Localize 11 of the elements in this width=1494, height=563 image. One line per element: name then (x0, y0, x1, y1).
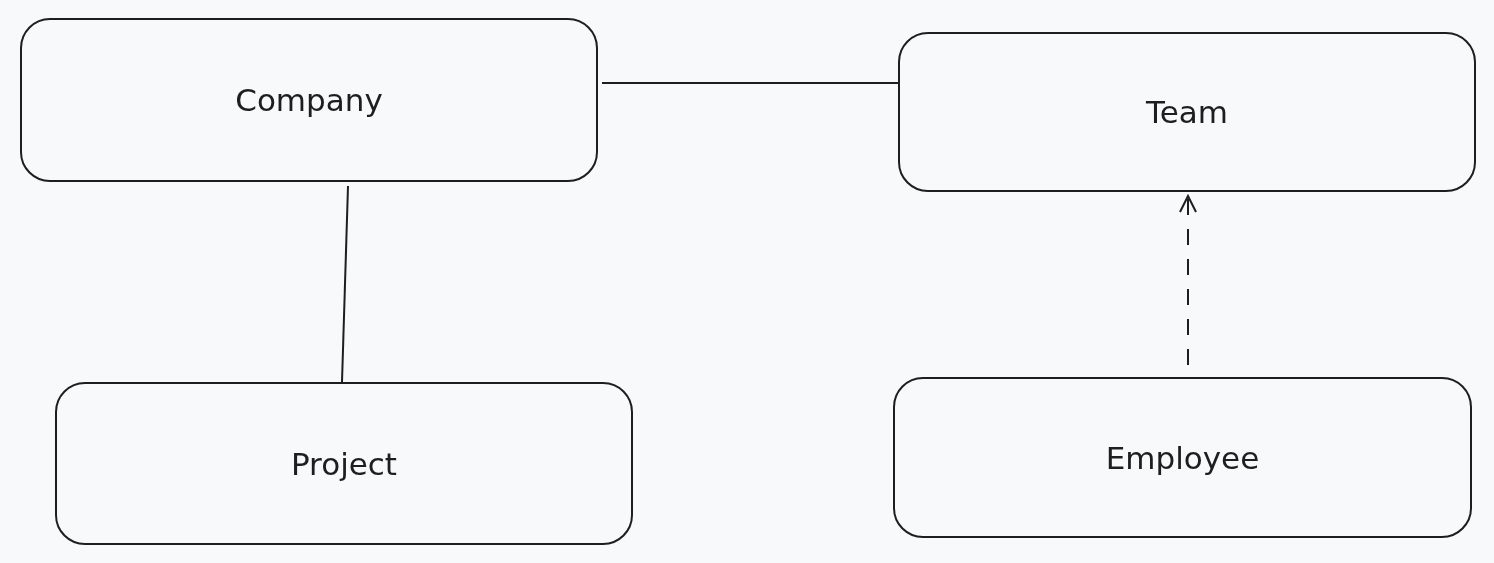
entity-box (893, 377, 1472, 538)
entity-name: Employee (1105, 439, 1260, 476)
entity-box (20, 18, 598, 182)
arrow (1179, 195, 1197, 366)
entity-box (55, 382, 633, 545)
connector-line (341, 185, 349, 383)
entity-name: Team (1146, 94, 1228, 130)
entity-name: Project (290, 445, 398, 482)
entity-name: Company (235, 82, 383, 118)
connector-line (601, 82, 899, 84)
entity-box (898, 32, 1476, 192)
